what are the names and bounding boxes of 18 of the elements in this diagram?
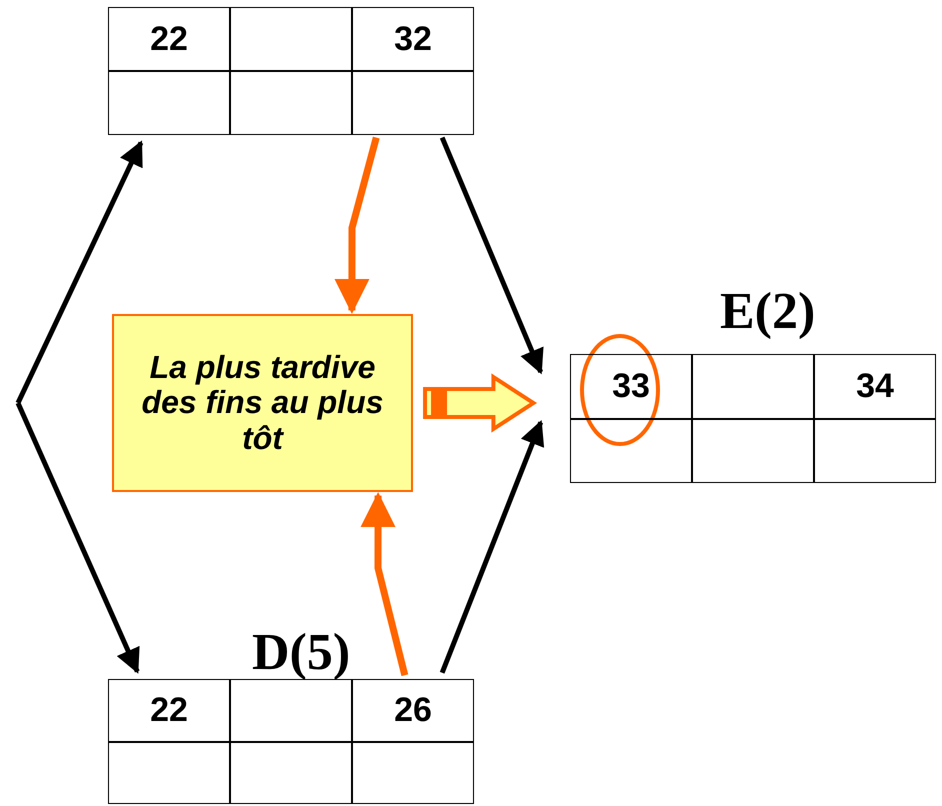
arrow — [440, 136, 544, 374]
arrow — [16, 140, 144, 404]
activity-table — [108, 7, 474, 135]
note-box — [112, 314, 413, 492]
note-text: La plus tardive des fins au plus tôt — [140, 350, 384, 456]
arrow — [334, 136, 380, 314]
activity-label: E(2) — [720, 286, 816, 338]
activity-label: D(5) — [252, 627, 350, 679]
table-cell: 33 — [570, 354, 692, 418]
arrow — [360, 492, 408, 676]
arrow — [16, 402, 140, 674]
table-cell: 32 — [352, 7, 474, 71]
table-cell: 34 — [814, 354, 936, 418]
table-cell: 22 — [108, 679, 230, 742]
table-cell: 22 — [108, 7, 230, 71]
table-cell: 26 — [352, 679, 474, 742]
block-arrow — [423, 373, 538, 433]
arrow — [440, 420, 544, 674]
